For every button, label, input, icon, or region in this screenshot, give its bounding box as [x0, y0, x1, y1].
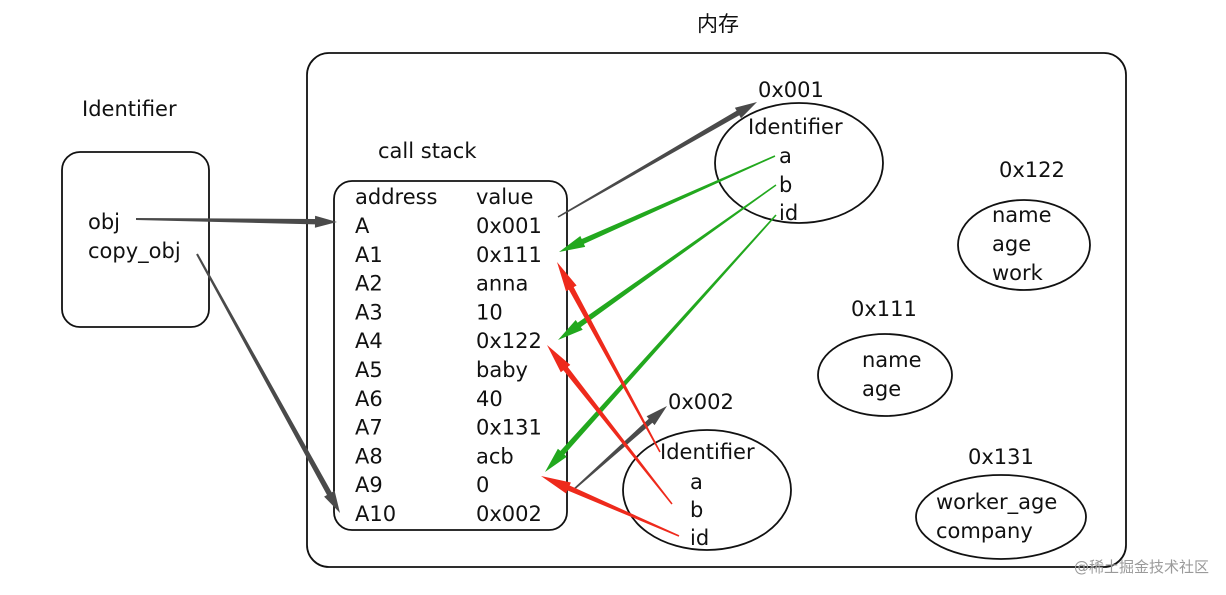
heap-0x122-field-work: work — [992, 261, 1044, 285]
heap-0x001-field-a: a — [779, 144, 792, 168]
stack-value-cell: 0 — [476, 473, 489, 497]
identifier-item-obj: obj — [88, 210, 120, 234]
identifier-item-copy-obj: copy_obj — [88, 239, 181, 264]
arrow-0x002-a-to-a1 — [557, 262, 661, 453]
heap-0x122-ellipse — [957, 199, 1091, 291]
stack-value-cell: anna — [476, 272, 528, 296]
heap-0x002-field-id: id — [690, 526, 709, 550]
stack-address-cell: A10 — [355, 502, 396, 526]
stack-value-cell: baby — [476, 358, 528, 382]
stack-address-cell: A2 — [355, 272, 383, 296]
arrow-0x002-id-to-a9 — [541, 476, 680, 537]
stack-address-cell: A4 — [355, 329, 383, 353]
heap-0x001-field-b: b — [779, 173, 792, 197]
heap-0x122-field-name: name — [992, 203, 1052, 227]
heap-0x001-label: Identifier — [748, 115, 843, 139]
arrow-0x001-id-to-a8 — [545, 214, 777, 472]
stack-address-cell: A7 — [355, 416, 383, 440]
heap-0x131-field-company: company — [936, 519, 1033, 543]
heap-0x001-address: 0x001 — [758, 78, 824, 102]
heap-0x131-ellipse — [915, 474, 1087, 560]
arrow-copy-obj-to-a10 — [196, 253, 340, 513]
arrow-a-to-0x001 — [557, 102, 757, 218]
heap-0x131-address: 0x131 — [968, 445, 1034, 469]
memory-title: 内存 — [697, 12, 739, 36]
arrow-0x002-b-to-a4 — [547, 345, 673, 505]
stack-value-cell: 0x111 — [476, 243, 542, 267]
stack-address-cell: A5 — [355, 358, 383, 382]
heap-0x122-field-age: age — [992, 232, 1031, 256]
heap-0x111-ellipse — [817, 333, 953, 417]
stack-address-cell: A1 — [355, 243, 383, 267]
arrow-obj-to-a — [136, 215, 337, 228]
heap-0x002-field-b: b — [690, 498, 703, 522]
heap-0x131-field-worker-age: worker_age — [936, 490, 1057, 515]
stack-address-cell: A — [355, 214, 370, 238]
reference-arrows — [136, 102, 777, 537]
heap-0x002-label: Identifier — [660, 440, 755, 464]
heap-0x111-field-age: age — [862, 377, 901, 401]
watermark: @稀土掘金技术社区 — [1074, 558, 1209, 576]
call-stack-header-address: address — [355, 185, 438, 209]
stack-value-cell: 0x002 — [476, 502, 542, 526]
heap-0x002-field-a: a — [690, 470, 703, 494]
heap-0x111-field-name: name — [862, 348, 922, 372]
stack-address-cell: A8 — [355, 444, 383, 468]
heap-0x002-address: 0x002 — [668, 390, 734, 414]
stack-value-cell: 40 — [476, 387, 503, 411]
arrow-0x001-b-to-a4 — [558, 184, 777, 340]
heap-0x122-address: 0x122 — [999, 158, 1065, 182]
stack-value-cell: 10 — [476, 300, 503, 324]
call-stack-box — [333, 180, 568, 531]
arrow-0x001-a-to-a1 — [559, 155, 776, 252]
stack-address-cell: A9 — [355, 473, 383, 497]
call-stack-title: call stack — [378, 139, 477, 163]
stack-value-cell: 0x122 — [476, 329, 542, 353]
heap-0x111-address: 0x111 — [851, 297, 917, 321]
identifier-panel-title: Identifier — [82, 97, 177, 121]
call-stack-header-value: value — [476, 185, 533, 209]
memory-box — [306, 52, 1127, 568]
heap-0x002-ellipse — [622, 429, 792, 551]
stack-value-cell: 0x001 — [476, 214, 542, 238]
stack-address-cell: A3 — [355, 300, 383, 324]
identifier-panel-box — [61, 151, 210, 328]
stack-value-cell: 0x131 — [476, 416, 542, 440]
heap-0x001-ellipse — [714, 102, 884, 224]
stack-value-cell: acb — [476, 444, 514, 468]
heap-0x001-field-id: id — [779, 201, 798, 225]
stack-address-cell: A6 — [355, 387, 383, 411]
arrow-a10-to-0x002 — [571, 406, 667, 492]
